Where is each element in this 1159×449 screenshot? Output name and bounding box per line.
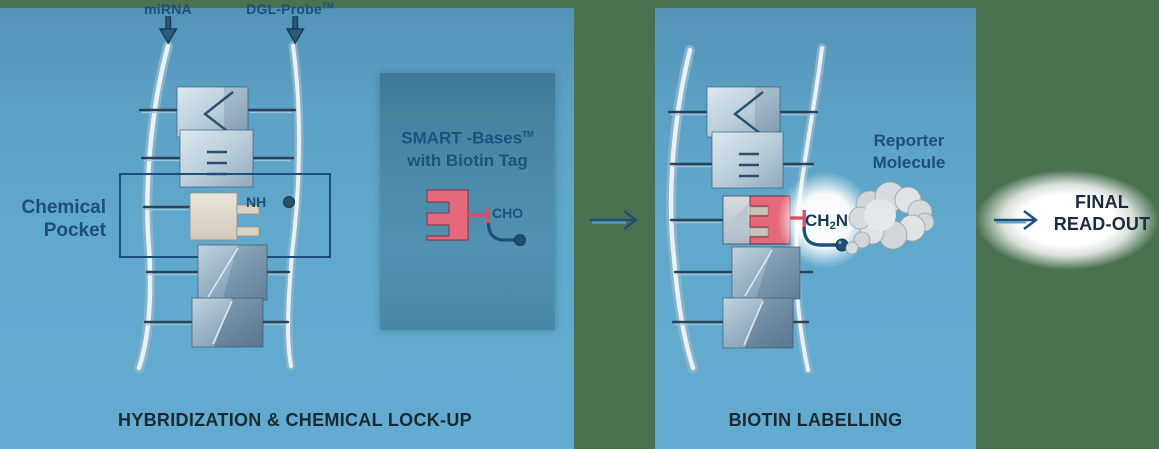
chemical-pocket-label: Chemical Pocket bbox=[21, 197, 106, 241]
smart-base-pink-comb bbox=[426, 189, 469, 241]
ch2n-label: CH2N bbox=[805, 211, 848, 232]
base-pair-block-4 bbox=[197, 244, 268, 301]
base-pair-block-r2 bbox=[711, 131, 784, 189]
nh-site-dot bbox=[283, 196, 295, 208]
dgl-probe-strand bbox=[283, 41, 304, 371]
right-arrow-icon bbox=[994, 210, 1038, 230]
cho-label: CHO bbox=[492, 205, 524, 221]
duplex-graphic-left bbox=[119, 41, 331, 373]
backbone-rungs-right bbox=[667, 110, 819, 326]
smart-bases-title: SMART -BasesTM with Biotin Tag bbox=[401, 128, 534, 170]
base-pair-block-2 bbox=[179, 129, 254, 188]
panel-biotin-labelling: Reporter Molecule CH2N BIOTIN LABELLING bbox=[655, 8, 976, 449]
down-arrow-icon bbox=[158, 16, 178, 45]
duplex-graphic-right bbox=[666, 43, 935, 375]
biotin-linkage bbox=[790, 210, 849, 252]
caption-hybridization: HYBRIDIZATION & CHEMICAL LOCK-UP bbox=[118, 410, 472, 430]
nh-label: NH bbox=[246, 194, 267, 210]
panel-hybridization: Chemical Pocket NH SMART -BasesTM with B… bbox=[0, 8, 574, 449]
modified-base-cream bbox=[189, 192, 260, 241]
base-pair-block-r1 bbox=[706, 86, 781, 138]
reporter-cloud bbox=[845, 181, 935, 255]
base-pair-block-r4 bbox=[731, 246, 801, 300]
base-pair-block-5 bbox=[191, 297, 264, 348]
mirna-label: miRNA bbox=[144, 1, 192, 17]
biotin-arm bbox=[486, 222, 517, 242]
reporter-molecule-label: Reporter Molecule bbox=[872, 131, 946, 172]
linker-tick bbox=[486, 207, 490, 223]
caption-biotin-labelling: BIOTIN LABELLING bbox=[728, 410, 903, 430]
smart-base-graphic bbox=[426, 189, 526, 246]
right-arrow-icon bbox=[590, 210, 638, 230]
backbone-rungs bbox=[138, 108, 297, 326]
smart-bases-box: SMART -BasesTM with Biotin Tag CHO bbox=[380, 73, 555, 330]
final-readout-label: FINAL READ-OUT bbox=[1053, 192, 1151, 234]
down-arrow-icon bbox=[285, 16, 305, 45]
biotin-dot bbox=[514, 234, 526, 246]
base-pair-block-r5 bbox=[722, 297, 794, 349]
dgl-probe-label: DGL-ProbeTM bbox=[246, 1, 334, 17]
base-pair-block-1 bbox=[176, 86, 249, 138]
mirna-strand bbox=[134, 41, 173, 373]
mirna-strand-right bbox=[666, 45, 698, 373]
